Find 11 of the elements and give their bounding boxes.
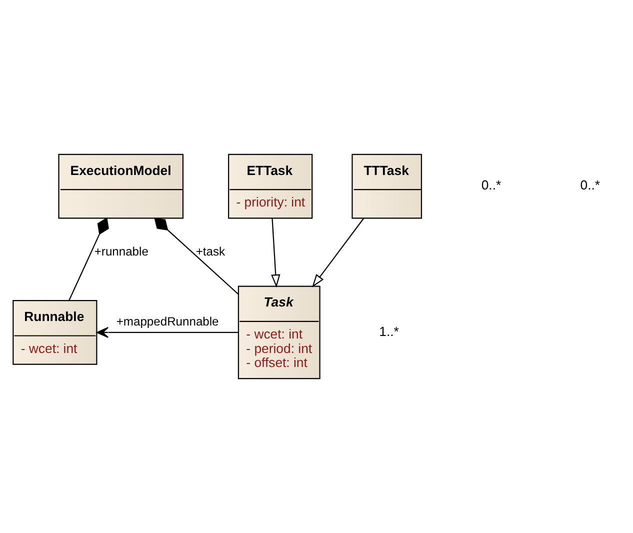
edge-label: +task (196, 244, 226, 258)
label: 1..* (379, 324, 399, 339)
arrow (96, 326, 238, 338)
connector (68, 217, 109, 301)
label: 0..* (580, 178, 600, 193)
connector (154, 218, 239, 295)
label: 0..* (481, 178, 502, 193)
arrow (271, 218, 280, 288)
edge-label: +runnable (94, 244, 148, 258)
edge-label: +mappedRunnable (116, 314, 219, 329)
arrow (312, 218, 364, 288)
